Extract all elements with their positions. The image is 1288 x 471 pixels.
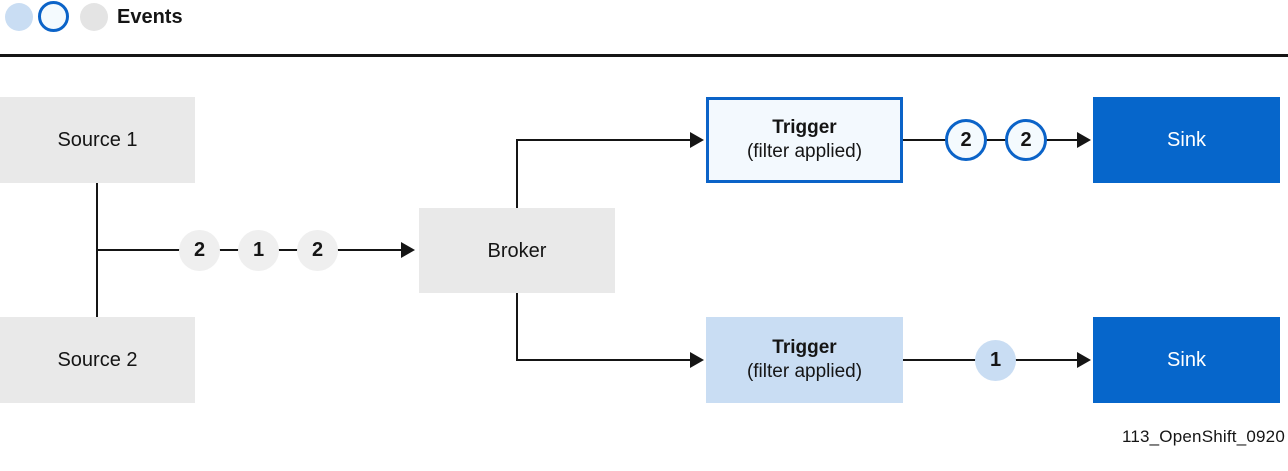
event-count-value: 1: [989, 349, 1002, 371]
event-count-badge: 2: [179, 230, 220, 271]
event-count-value: 2: [1020, 128, 1032, 151]
broker-to-trigger1-line: [516, 139, 691, 141]
arrowhead-into-trigger2-icon: [690, 352, 704, 368]
trigger-2-subtitle: (filter applied): [746, 361, 863, 382]
event-count-value: 1: [252, 239, 265, 261]
event-count-value: 2: [960, 128, 972, 151]
broker-label: Broker: [487, 239, 547, 262]
source-2-label: Source 2: [57, 349, 138, 371]
sink-2-node: Sink: [1093, 317, 1280, 403]
sink-1-node: Sink: [1093, 97, 1280, 183]
event-count-value: 2: [311, 239, 324, 261]
filtered-event-dot-icon: [5, 3, 33, 31]
source-1-label: Source 1: [57, 129, 138, 151]
sink-1-label: Sink: [1167, 129, 1206, 151]
trigger-1-node: Trigger (filter applied): [706, 97, 903, 183]
trigger-1-subtitle: (filter applied): [746, 141, 863, 162]
broker-node: Broker: [419, 208, 615, 293]
event-dot-icon: [80, 3, 108, 31]
trigger-2-node: Trigger (filter applied): [706, 317, 903, 403]
event-count-badge: 2: [945, 119, 987, 161]
sink-2-label: Sink: [1167, 349, 1206, 371]
event-count-badge: 2: [1005, 119, 1047, 161]
header-divider: [0, 54, 1288, 57]
source-2-node: Source 2: [0, 317, 195, 403]
trigger-2-title: Trigger: [772, 337, 837, 358]
event-count-value: 2: [193, 239, 206, 261]
arrowhead-into-broker-icon: [401, 242, 415, 258]
source-1-node: Source 1: [0, 97, 195, 183]
broker-down-line: [516, 293, 518, 361]
arrowhead-into-trigger1-icon: [690, 132, 704, 148]
legend-label: Events: [117, 6, 183, 28]
filtered-event-outline-dot-icon: [38, 1, 69, 32]
event-count-badge: 2: [297, 230, 338, 271]
figure-id-caption: 113_OpenShift_0920: [1121, 427, 1285, 446]
event-count-badge: 1: [238, 230, 279, 271]
broker-to-trigger2-line: [516, 359, 691, 361]
trigger1-to-sink-line: [903, 139, 1079, 141]
arrowhead-into-sink2-icon: [1077, 352, 1091, 368]
event-count-badge: 1: [975, 340, 1016, 381]
broker-up-line: [516, 140, 518, 208]
arrowhead-into-sink1-icon: [1077, 132, 1091, 148]
trigger-1-title: Trigger: [772, 117, 837, 138]
